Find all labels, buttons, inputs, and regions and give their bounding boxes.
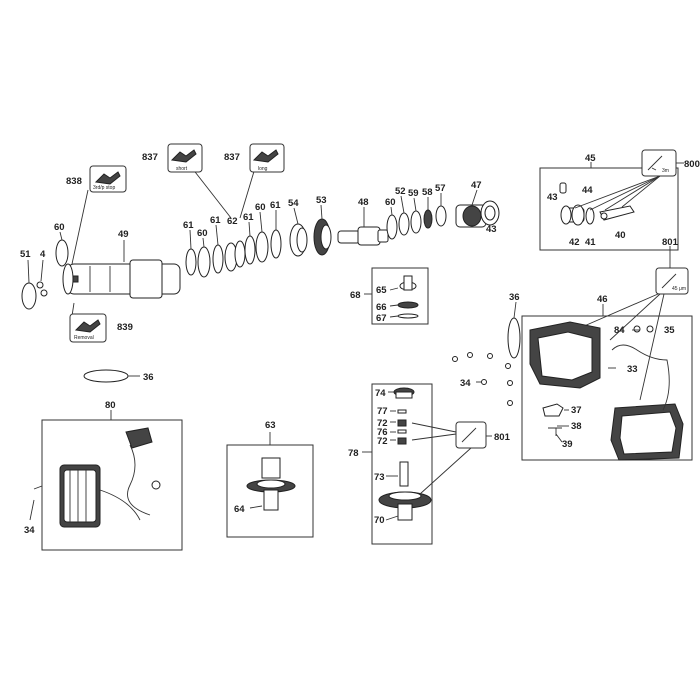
callout-58: 58 <box>422 187 433 198</box>
callout-45: 45 <box>585 153 596 164</box>
callout-51: 51 <box>20 249 31 260</box>
callout-800: 800 <box>684 159 700 170</box>
tool-icon-838: 3rd/p stop <box>89 165 127 193</box>
callout-72-a: 72 <box>377 418 388 429</box>
callout-60-a: 60 <box>54 222 65 233</box>
callout-49: 49 <box>118 229 129 240</box>
callout-70: 70 <box>374 515 385 526</box>
callout-801-b: 801 <box>494 432 511 443</box>
callout-60-b: 60 <box>197 228 208 239</box>
svg-text:3rd/p stop: 3rd/p stop <box>93 185 115 191</box>
svg-text:short: short <box>176 166 188 172</box>
tool-icon-839: Removal <box>69 313 107 343</box>
callout-837-a: 837 <box>142 152 158 163</box>
part-60-ring-a <box>55 239 69 267</box>
callout-labels: 838 837 837 839 60 4 51 49 61 60 61 62 6… <box>20 152 700 536</box>
callout-73: 73 <box>374 472 385 483</box>
callout-4: 4 <box>40 249 46 260</box>
tool-icon-837-short: short <box>167 143 203 173</box>
callout-77: 77 <box>377 406 388 417</box>
callout-84: 84 <box>614 325 625 336</box>
svg-text:3m: 3m <box>662 168 669 174</box>
svg-text:long: long <box>258 166 268 172</box>
box-78 <box>362 383 492 545</box>
callout-839: 839 <box>117 322 133 333</box>
screws-34 <box>452 352 513 406</box>
callout-36-b: 36 <box>143 372 154 383</box>
callout-57: 57 <box>435 183 446 194</box>
callout-80: 80 <box>105 400 116 411</box>
part-49-tube <box>62 259 181 299</box>
callout-801-a: 801 <box>662 237 679 248</box>
callout-44: 44 <box>582 185 593 196</box>
callout-65: 65 <box>376 285 387 296</box>
callout-76: 76 <box>377 427 388 438</box>
callout-67: 67 <box>376 313 387 324</box>
callout-43-b: 43 <box>547 192 558 203</box>
tool-icon-837-long: long <box>249 143 285 173</box>
callout-47: 47 <box>471 180 482 191</box>
part-36-ring-right <box>507 317 521 359</box>
callout-68: 68 <box>350 290 361 301</box>
callout-837-b: 837 <box>224 152 240 163</box>
box-63 <box>226 432 314 538</box>
box-68 <box>364 267 429 325</box>
callout-66: 66 <box>376 302 387 313</box>
callout-35: 35 <box>664 325 675 336</box>
callout-33: 33 <box>627 364 638 375</box>
callout-64: 64 <box>234 504 245 515</box>
callout-46: 46 <box>597 294 608 305</box>
shaft-assembly <box>21 200 500 310</box>
ring-series-right <box>386 205 447 240</box>
callout-34-b: 34 <box>24 525 35 536</box>
svg-text:45 μm: 45 μm <box>672 286 686 292</box>
callout-34-a: 34 <box>460 378 471 389</box>
svg-text:Removal: Removal <box>74 335 94 341</box>
callout-61-c: 61 <box>243 212 254 223</box>
callout-61-d: 61 <box>270 200 281 211</box>
callout-63: 63 <box>265 420 276 431</box>
callout-42: 42 <box>569 237 580 248</box>
part-48-spindle <box>337 226 389 246</box>
callout-78: 78 <box>348 448 359 459</box>
callout-60-d: 60 <box>385 197 396 208</box>
callout-60-c: 60 <box>255 202 266 213</box>
callout-40: 40 <box>615 230 626 241</box>
part-36-ring-standalone <box>83 369 129 383</box>
callout-61-b: 61 <box>210 215 221 226</box>
callout-52: 52 <box>395 186 406 197</box>
callout-48: 48 <box>358 197 369 208</box>
box-46: 45 μm <box>521 246 693 461</box>
callout-59: 59 <box>408 188 419 199</box>
callout-37: 37 <box>571 405 582 416</box>
callout-54: 54 <box>288 198 299 209</box>
callout-838: 838 <box>66 176 82 187</box>
box-45: 3m <box>539 149 684 251</box>
box-80 <box>29 410 183 551</box>
leader-lines-top <box>27 167 478 317</box>
callout-61-a: 61 <box>183 220 194 231</box>
callout-53: 53 <box>316 195 327 206</box>
part-47-assembly <box>455 200 500 228</box>
callout-39: 39 <box>562 439 573 450</box>
callout-38: 38 <box>571 421 582 432</box>
callout-43-a: 43 <box>486 224 497 235</box>
callout-41: 41 <box>585 237 596 248</box>
callout-74: 74 <box>375 388 386 399</box>
callout-62: 62 <box>227 216 238 227</box>
part-51-ring <box>21 282 37 310</box>
ring-series <box>185 218 332 278</box>
callout-36-a: 36 <box>509 292 520 303</box>
part-4-pins <box>36 281 48 297</box>
callout-72-b: 72 <box>377 436 388 447</box>
